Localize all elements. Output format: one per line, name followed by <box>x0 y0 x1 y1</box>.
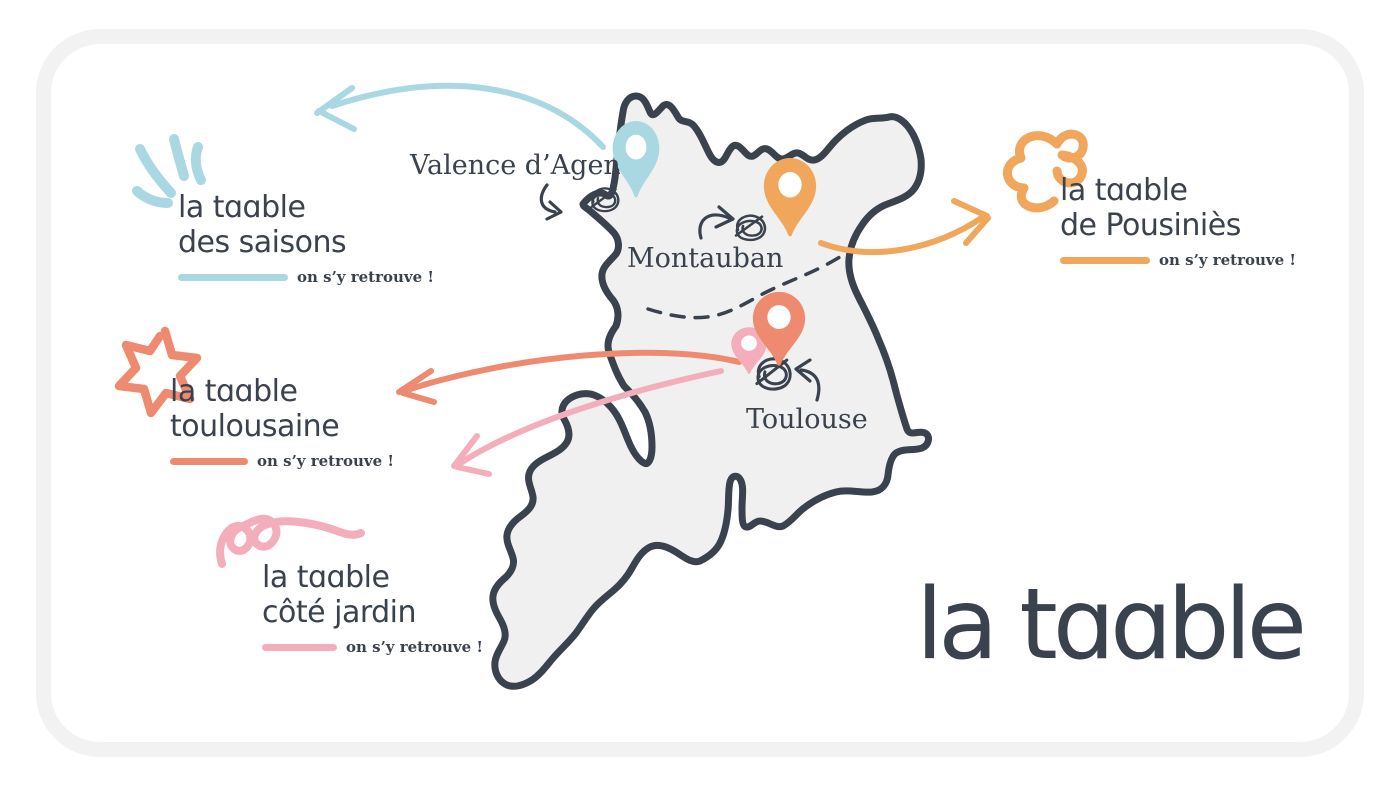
tagline-text: on s’y retrouve ! <box>257 452 394 470</box>
teal-connector-arrow <box>314 82 606 150</box>
pink-connector-arrow <box>451 368 724 477</box>
orange-connector-arrow <box>818 198 991 255</box>
wordmark-line2: côté jardin <box>262 595 417 630</box>
logo-la-table-cote-jardin: la tɑɑble côté jardin on s’y retrouve ! <box>262 560 483 656</box>
wordmark-line1: la tɑɑble <box>1060 173 1188 208</box>
tagline-text: on s’y retrouve ! <box>297 268 434 286</box>
city-label-montauban: Montauban <box>627 243 784 274</box>
tagline-rule <box>178 273 288 281</box>
wordmark-line1: la tɑɑble <box>178 190 306 225</box>
tagline-rule <box>170 457 248 465</box>
valence-pointer-arrow <box>539 183 563 221</box>
toulouse-pointer-arrow <box>794 358 821 402</box>
tagline-rule <box>1060 256 1150 264</box>
tagline-rule <box>262 643 337 651</box>
star-doodle-icon <box>114 326 202 418</box>
logo-la-table-toulousaine: la tɑɑble toulousaine on s’y retrouve ! <box>170 374 394 470</box>
city-label-valence: Valence d’Agen <box>410 150 621 181</box>
tagline-text: on s’y retrouve ! <box>1159 251 1296 269</box>
coral-connector-arrow <box>396 349 742 405</box>
montauban-pointer-arrow <box>698 205 735 240</box>
wordmark-line1: la tɑɑble <box>262 560 390 595</box>
logo-la-table-des-saisons: la tɑɑble des saisons on s’y retrouve ! <box>178 190 434 286</box>
city-label-toulouse: Toulouse <box>746 404 868 435</box>
cloud-monogram-icon <box>1002 129 1088 213</box>
logo-la-table-de-pousinies: la tɑɑble de Pousiniès on s’y retrouve ! <box>1060 173 1296 269</box>
wordmark-line2: toulousaine <box>170 409 340 444</box>
region-outline <box>489 92 933 690</box>
wordmark-line2: des saisons <box>178 225 347 260</box>
tagline-text: on s’y retrouve ! <box>346 638 483 656</box>
wordmark-line2: de Pousiniès <box>1060 208 1241 243</box>
loops-doodle-icon <box>216 514 365 568</box>
splash-icon <box>132 134 206 208</box>
wordmark-line1: la tɑɑble <box>170 374 298 409</box>
master-logo-la-table: la tɑɑble <box>916 568 1307 682</box>
